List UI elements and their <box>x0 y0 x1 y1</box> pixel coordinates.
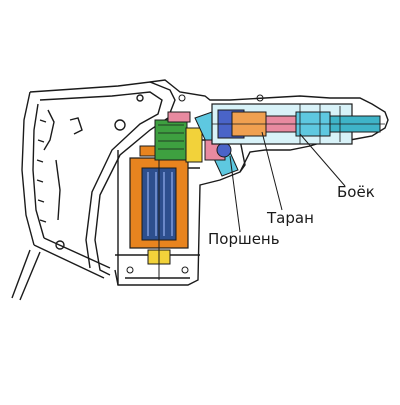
label-ram: Таран <box>267 209 314 227</box>
barrel <box>211 103 385 145</box>
label-striker: Боёк <box>337 183 375 201</box>
leader-porshen <box>229 155 241 233</box>
gear-yellow <box>185 127 203 163</box>
leader-lines <box>229 131 346 233</box>
label-piston: Поршень <box>208 230 280 248</box>
gear-train <box>154 111 203 163</box>
fasteners <box>126 94 264 274</box>
motor <box>129 130 189 280</box>
handle-ribs <box>36 119 47 223</box>
handle <box>11 81 176 301</box>
intermediate-gear <box>154 119 188 161</box>
leader-taran <box>261 131 283 211</box>
leader-boek <box>299 133 346 187</box>
